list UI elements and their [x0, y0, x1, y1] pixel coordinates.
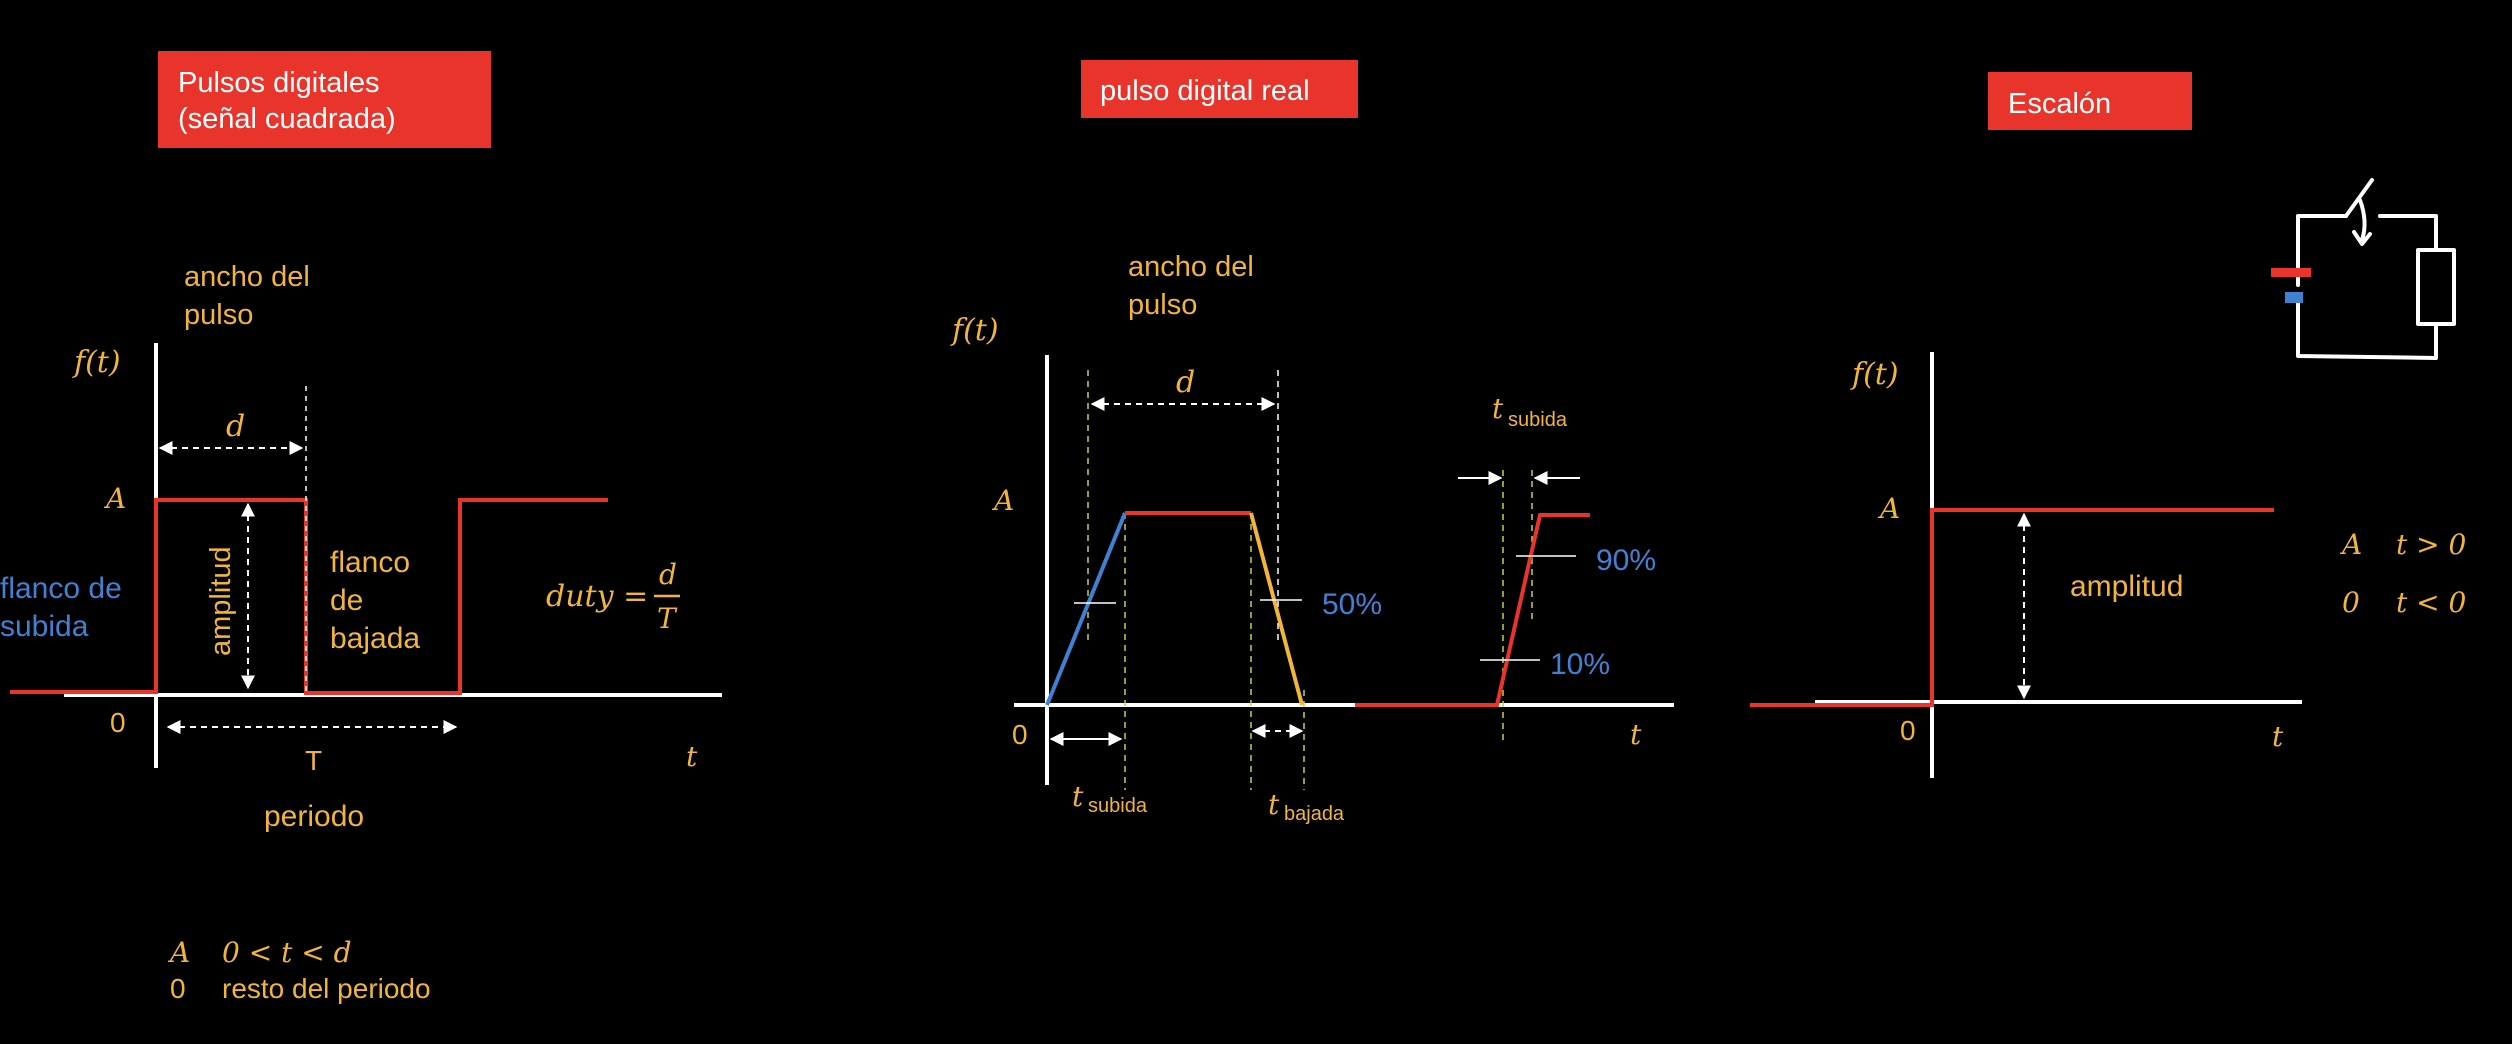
- square-title-line1: Pulsos digitales: [178, 67, 380, 99]
- real-title-box: [1081, 60, 1358, 118]
- square-d-label: d: [226, 409, 245, 444]
- real-t-fall-sub: bajada: [1284, 803, 1345, 825]
- square-title-box: [158, 51, 491, 148]
- real-d-label: d: [1176, 365, 1195, 400]
- real-t-label: t: [1630, 718, 1642, 751]
- switch-battery-resistor-circuit-icon: [2271, 178, 2456, 360]
- step-zero-label: 0: [1900, 715, 1916, 746]
- square-a-label: A: [103, 482, 126, 515]
- real-t-rise2-main: t: [1492, 392, 1504, 425]
- real-zero-label: 0: [1012, 719, 1028, 750]
- step-def-row1-value: A: [2339, 528, 2362, 561]
- step-def-row2-condition: t < 0: [2396, 586, 2466, 619]
- real-title: pulso digital real: [1100, 75, 1310, 107]
- step-amplitude-label: amplitud: [2070, 570, 2183, 603]
- square-title-line2: (señal cuadrada): [178, 103, 396, 135]
- square-y-axis-label: f(t): [72, 345, 121, 380]
- square-rising-edge-line2: subida: [0, 610, 89, 643]
- real-ten-label: 10%: [1550, 648, 1610, 681]
- step-def-row2-value: 0: [2342, 586, 2360, 619]
- real-fifty-label: 50%: [1322, 588, 1382, 621]
- step-title-box: [1988, 72, 2192, 130]
- step-title: Escalón: [2008, 88, 2111, 120]
- square-period-symbol: T: [305, 745, 322, 776]
- real-falling-edge: [1249, 512, 1304, 706]
- square-def-row1-condition: 0 < t < d: [222, 936, 352, 969]
- square-falling-edge-line1: flanco: [330, 546, 410, 579]
- step-y-axis-label: f(t): [1850, 357, 1899, 392]
- square-def-row2-value: 0: [170, 973, 186, 1004]
- square-rising-edge-line1: flanco de: [0, 572, 122, 605]
- real-ninety-label: 90%: [1596, 544, 1656, 577]
- duty-formula-denominator: T: [657, 602, 678, 635]
- square-falling-edge-line2: de: [330, 584, 363, 617]
- real-t-fall-main: t: [1268, 788, 1280, 821]
- real-pulse-width-line1: ancho del: [1128, 251, 1254, 283]
- duty-formula-lhs: duty =: [546, 579, 648, 614]
- square-t-label: t: [686, 740, 698, 773]
- square-def-row1-value: A: [167, 936, 190, 969]
- square-falling-edge-line3: bajada: [330, 622, 420, 655]
- real-y-axis-label: f(t): [950, 313, 999, 348]
- real-t-rise-sub: subida: [1088, 795, 1148, 817]
- real-pulse-width-line2: pulso: [1128, 289, 1197, 321]
- step-t-label: t: [2272, 720, 2284, 753]
- square-zero-label: 0: [110, 707, 126, 738]
- square-amplitude-label: amplitud: [205, 546, 237, 656]
- duty-formula-numerator: d: [659, 558, 677, 591]
- real-a-label: A: [991, 484, 1014, 517]
- square-pulse-width-line1: ancho del: [184, 261, 310, 293]
- square-period-label: periodo: [264, 800, 364, 833]
- square-pulse-width-line2: pulso: [184, 299, 253, 331]
- real-t-rise2-sub: subida: [1508, 409, 1568, 431]
- step-a-label: A: [1877, 492, 1900, 525]
- step-def-row1-condition: t > 0: [2396, 528, 2466, 561]
- real-pulse-panel: pulso digital real ancho del pulso f(t) …: [950, 60, 1674, 825]
- real-rise2-trace: [1355, 513, 1590, 707]
- real-rising-edge: [1045, 512, 1127, 706]
- square-pulse-panel: Pulsos digitales (señal cuadrada) ancho …: [0, 51, 722, 1004]
- real-t-rise-main: t: [1072, 780, 1084, 813]
- step-panel: Escalón f(t) amplitud A 0 t A t > 0 0 t: [1750, 72, 2466, 778]
- square-def-row2-condition: resto del periodo: [222, 973, 431, 1004]
- step-signal-trace: [1750, 508, 2274, 707]
